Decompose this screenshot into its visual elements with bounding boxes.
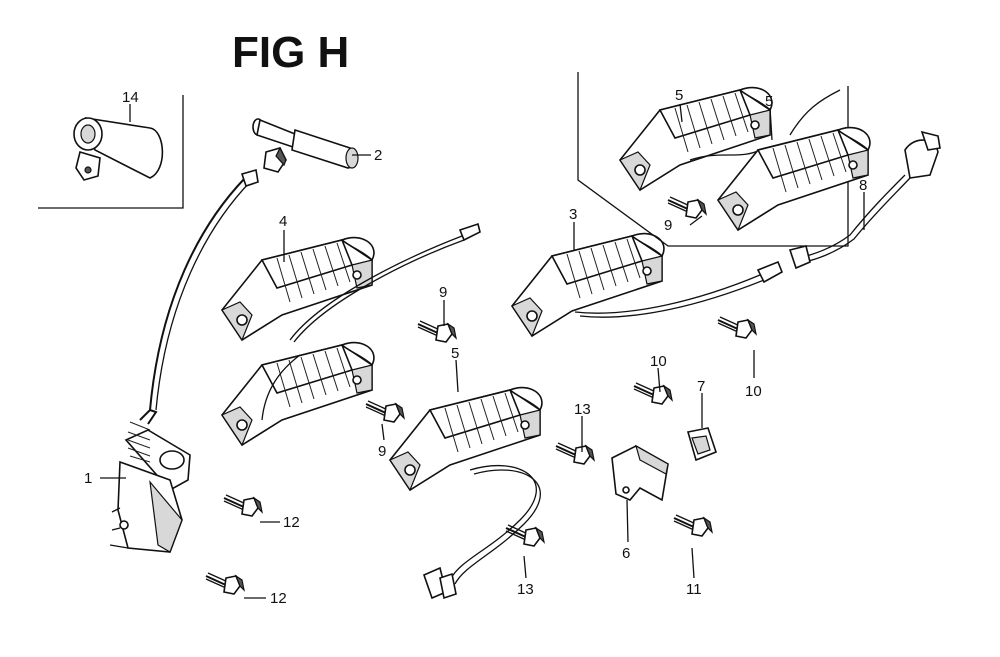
part-4-lighting-coil bbox=[221, 222, 481, 343]
part-12-bolt-upper bbox=[223, 494, 263, 517]
leader-lines bbox=[100, 103, 865, 599]
part-9-bolt-inset bbox=[667, 196, 707, 219]
part-5-lighting-coil-inset-a bbox=[619, 86, 773, 191]
part-3-lighting-coil-right bbox=[511, 232, 784, 337]
callout-4: 4 bbox=[279, 213, 287, 230]
part-10-bolt-center bbox=[633, 382, 673, 405]
callout-6: 6 bbox=[622, 545, 630, 562]
callout-10-right: 10 bbox=[745, 383, 762, 400]
part-10-bolt-right bbox=[717, 316, 757, 339]
callout-5-center: 5 bbox=[451, 345, 459, 362]
part-8-lead-wire bbox=[788, 130, 941, 270]
callout-8: 8 bbox=[859, 177, 867, 194]
part-9-bolt-left bbox=[365, 400, 405, 423]
callout-1: 1 bbox=[84, 470, 92, 487]
callout-9-center: 9 bbox=[439, 284, 447, 301]
callout-5-inset-a: 5 bbox=[675, 87, 683, 104]
callout-12-lower: 12 bbox=[270, 590, 287, 607]
part-6-bracket bbox=[611, 444, 669, 502]
part-13-bolt-upper bbox=[555, 442, 595, 465]
part-5-lighting-coil-inset-b bbox=[717, 89, 871, 231]
callout-9-left: 9 bbox=[378, 443, 386, 460]
part-9-bolt-center bbox=[417, 320, 457, 343]
callout-9-inset: 9 bbox=[664, 217, 672, 234]
callout-3: 3 bbox=[569, 206, 577, 223]
callout-7: 7 bbox=[697, 378, 705, 395]
callout-11: 11 bbox=[686, 581, 702, 598]
callout-12-upper: 12 bbox=[283, 514, 300, 531]
figure-title: FIG H bbox=[232, 28, 349, 77]
callout-13-lower: 13 bbox=[517, 581, 534, 598]
part-7-plate bbox=[686, 427, 717, 462]
callout-10-center: 10 bbox=[650, 353, 667, 370]
part-1-ignition-coil bbox=[109, 168, 259, 553]
callout-5-inset-b: 5 bbox=[765, 93, 773, 110]
part-11-bolt bbox=[673, 514, 713, 537]
callout-13-upper: 13 bbox=[574, 401, 591, 418]
part-2-plug-cap bbox=[252, 118, 359, 173]
part-lighting-coil-lower bbox=[221, 341, 375, 446]
callout-2: 2 bbox=[374, 147, 382, 164]
callout-14: 14 bbox=[122, 89, 139, 106]
part-14-plug-cover bbox=[73, 117, 164, 181]
part-5-lighting-coil-center bbox=[389, 386, 543, 600]
inset-frame-upper-right bbox=[577, 72, 849, 247]
inset-frame-14 bbox=[38, 95, 184, 209]
part-12-bolt-lower bbox=[205, 572, 245, 595]
